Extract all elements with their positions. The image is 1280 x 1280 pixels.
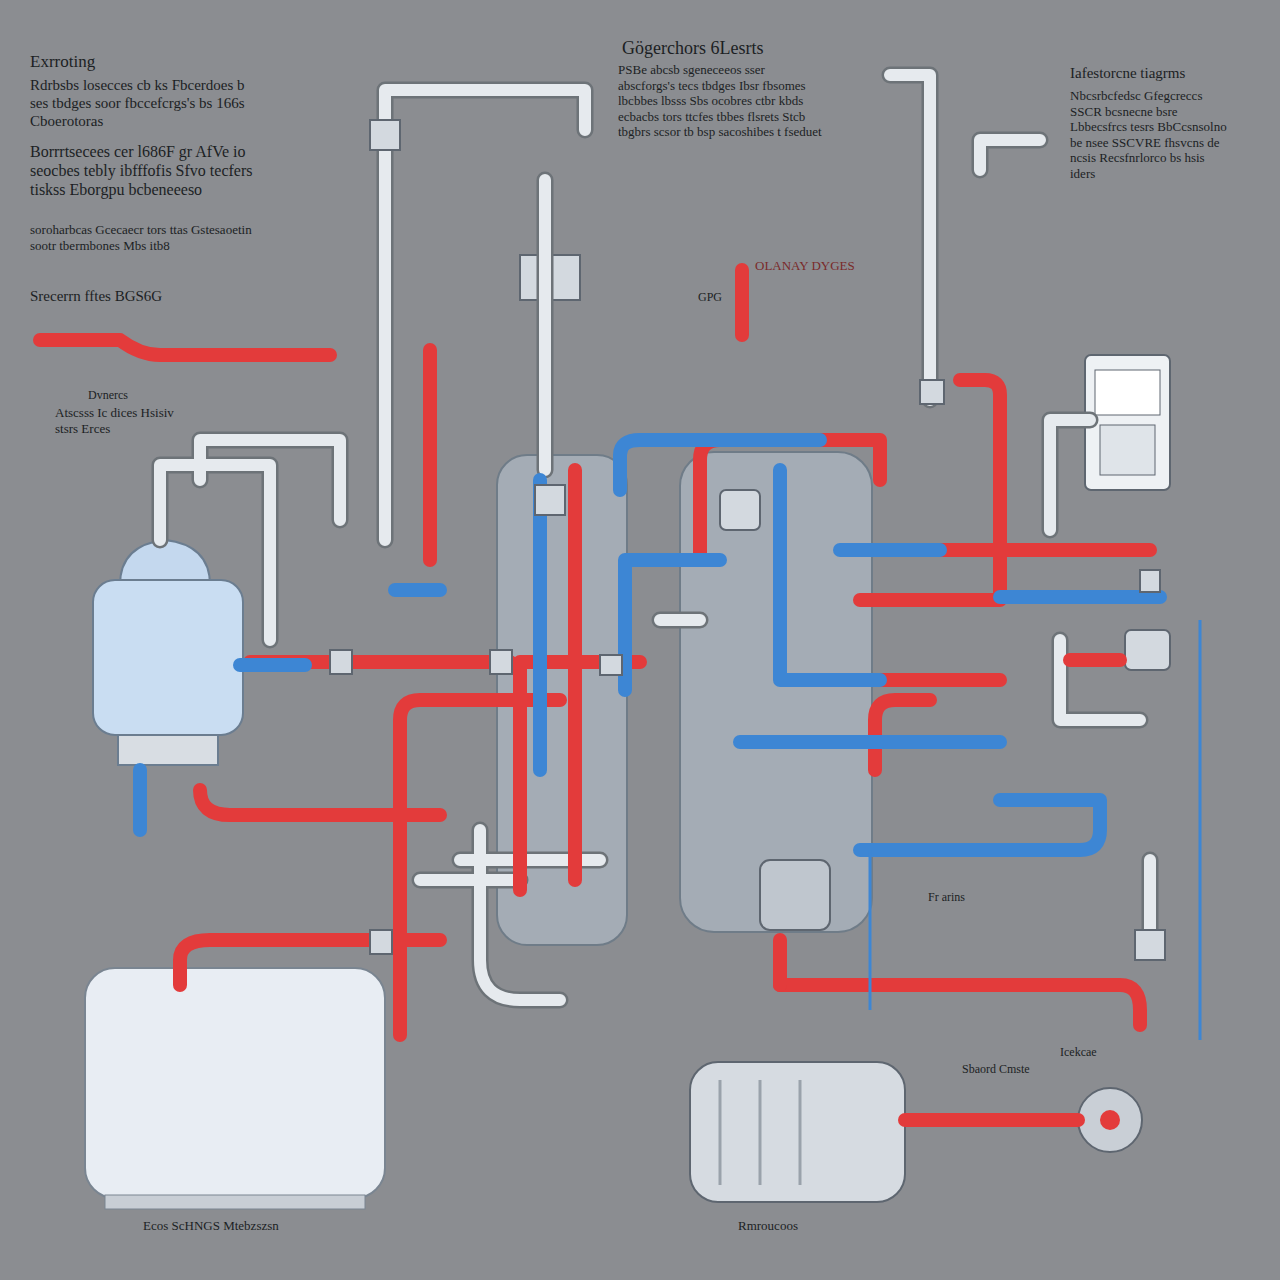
pump-indicator	[1100, 1110, 1120, 1130]
motor-rib	[759, 1080, 762, 1185]
tank-base	[105, 1195, 365, 1209]
blue-pipe	[533, 480, 547, 770]
valve	[720, 490, 760, 530]
annotation: Fr arins	[928, 890, 998, 904]
pressure-tank	[93, 580, 243, 735]
annotation: Dvnercs	[88, 388, 208, 402]
annotation: Borrrtsecees cer l686F gr AfVe io seocbe…	[30, 142, 270, 200]
panel-module	[1100, 425, 1155, 475]
blue-pipe	[240, 658, 305, 672]
annotation: Gögerchors 6Lesrts	[622, 38, 882, 60]
blue-pipe	[625, 560, 720, 690]
blue-pipe	[740, 735, 1000, 749]
pipe-fitting	[1135, 930, 1165, 960]
annotation: Atscsss Ic dices Hsisiv stsrs Erces	[55, 405, 190, 436]
blue-pipe	[133, 770, 147, 830]
heading: Exrroting	[30, 52, 250, 72]
red-pipes	[40, 270, 1150, 1120]
thin-blue-line	[869, 850, 872, 1010]
annotation: Rmroucoos	[738, 1218, 848, 1234]
blue-pipe	[395, 583, 440, 597]
white-pipe	[160, 75, 1150, 1000]
red-pipe	[700, 440, 880, 560]
tank-base	[118, 735, 218, 765]
pipe-fitting	[330, 650, 352, 674]
white-pipes	[160, 75, 1150, 1000]
blue-pipe	[840, 543, 940, 557]
pipe-fitting	[370, 120, 400, 150]
red-pipe	[735, 270, 749, 335]
red-pipe	[1070, 653, 1120, 667]
blue-pipe	[860, 800, 1100, 850]
red-pipe	[200, 790, 440, 815]
pipe-fitting	[600, 655, 622, 675]
red-pipe	[860, 380, 1000, 600]
pipe-fitting	[370, 930, 392, 954]
annotation: Srecerrn fftes BGS6G	[30, 287, 230, 305]
red-pipe	[780, 985, 1140, 1025]
pipe-fitting	[920, 380, 944, 404]
annotation: Ecos ScHNGS Mtebzszsn	[143, 1218, 353, 1234]
thin-blue-line	[1199, 620, 1202, 1040]
blue-pipe	[780, 470, 880, 680]
pipe-outline	[160, 75, 1150, 1000]
red-pipe	[773, 940, 787, 985]
annotation: Iafestorcne tiagrms	[1070, 64, 1230, 82]
annotation: Sbaord Cmste	[962, 1062, 1082, 1076]
annotation: PSBe abcsb sgeneceeos sser abscforgs's t…	[618, 62, 823, 140]
blue-pipe	[620, 440, 820, 490]
valve-body	[760, 860, 830, 930]
valve-body	[1125, 630, 1170, 670]
annotation: Nbcsrbcfedsc Gfegcreccs SSCR bcsnecne bs…	[1070, 88, 1230, 182]
annotation: OLANAY DYGES	[755, 258, 865, 274]
red-pipe	[423, 350, 437, 560]
blue-pipe	[1000, 590, 1160, 604]
annotation: GPG	[698, 290, 748, 304]
storage-tank	[85, 968, 385, 1198]
annotation: Rdrbsbs losecces cb ks Fbcerdoes b ses t…	[30, 76, 245, 130]
red-pipe	[180, 940, 440, 985]
red-pipe	[40, 340, 330, 355]
vessels	[85, 255, 1170, 1209]
motor-rib	[719, 1080, 722, 1185]
annotation: soroharbcas Gcecaecr tors ttas Gstesaoet…	[30, 222, 280, 253]
panel-screen	[1095, 370, 1160, 415]
blue-pipes	[140, 440, 1160, 850]
pump-motor	[690, 1062, 905, 1202]
pump-housing	[1078, 1088, 1142, 1152]
red-pipe	[568, 470, 582, 880]
annotation: Icekcae	[1060, 1045, 1140, 1059]
pipe-fitting	[1140, 570, 1160, 592]
fittings	[330, 120, 1165, 960]
motor-rib	[799, 1080, 802, 1185]
red-pipe	[905, 1113, 1078, 1127]
pipe-fitting	[490, 650, 512, 674]
thin-lines	[870, 620, 1200, 1040]
pipe-fitting	[535, 485, 565, 515]
